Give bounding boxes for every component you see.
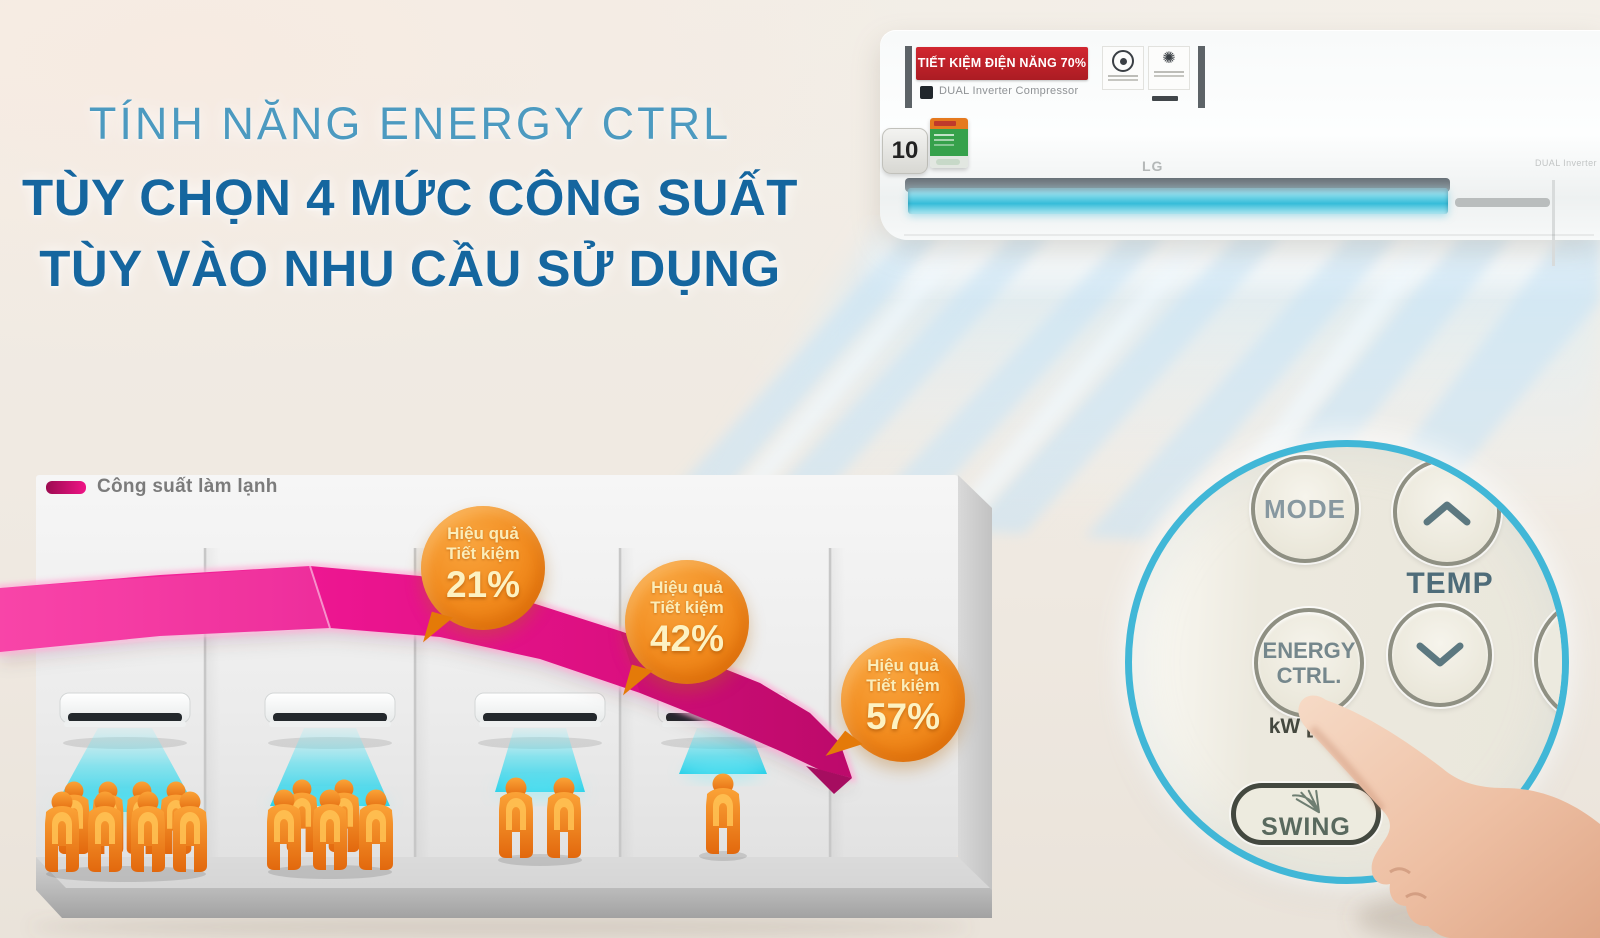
dual-inverter-label: DUAL Inverter [1535, 158, 1597, 168]
headline-line-3: TÙY VÀO NHU CẦU SỬ DỤNG [39, 240, 781, 297]
target-icon [1112, 50, 1134, 72]
badge-line2: Tiết kiệm [650, 598, 724, 617]
ac-endcap [1552, 180, 1555, 266]
sticker-bar-right [1198, 46, 1205, 108]
swing-label: SWING [1261, 813, 1351, 841]
panel-shadow [30, 917, 970, 937]
certification-badge-2: ✺ [1148, 46, 1190, 90]
lg-logo: LG [1142, 158, 1164, 174]
people-level-3 [498, 777, 582, 866]
badge-percent: 57% [865, 696, 941, 737]
headline: TÍNH NĂNG ENERGY CTRL TÙY CHỌN 4 MỨC CÔN… [10, 98, 810, 298]
sticker-body [930, 129, 968, 156]
temp-up-button[interactable] [1393, 458, 1501, 566]
caption-lines [1154, 71, 1184, 73]
swing-button[interactable]: SWING [1231, 783, 1381, 845]
saving-badge-57: Hiệu quả Tiết kiệm 57% [825, 638, 965, 770]
ribbon-tip-fold [806, 766, 852, 794]
people-level-4 [699, 773, 747, 861]
ac-blue-light-strip [908, 188, 1448, 214]
partial-button [1534, 595, 1562, 725]
sticker-bar-left [905, 46, 912, 108]
badge-tail [423, 611, 453, 649]
energy-ctrl-label-line1: ENERGY [1262, 638, 1356, 663]
remote-control-magnifier: MODE TEMP ENERGY CTRL. kW [3 s] SWING [1125, 440, 1569, 884]
kw-hold-label: kW [3 s] [1268, 715, 1350, 738]
badge-line1: Hiệu quả [867, 656, 939, 675]
dual-inverter-chip-icon [920, 86, 933, 99]
legend-label: Công suất làm lạnh [97, 476, 278, 497]
badge-percent: 42% [649, 618, 725, 659]
energy-rating-sticker [930, 118, 968, 168]
badge-line2: Tiết kiệm [866, 676, 940, 695]
ac-vane-slot [1455, 198, 1550, 207]
energy-saving-banner: TIẾT KIỆM ĐIỆN NĂNG 70% [916, 47, 1088, 80]
temp-label: TEMP [1406, 567, 1494, 600]
cooling-cones [52, 728, 767, 822]
caption-dash [1152, 96, 1178, 101]
caption-lines [1108, 75, 1138, 77]
people-level-2 [267, 779, 393, 879]
air-conditioner-unit: TIẾT KIỆM ĐIỆN NĂNG 70% DUAL Inverter Co… [880, 30, 1600, 266]
saving-badge-42: Hiệu quả Tiết kiệm 42% [623, 560, 749, 702]
floor-top [36, 857, 990, 888]
certification-badge-1 [1102, 46, 1144, 90]
badge-line2: Tiết kiệm [446, 544, 520, 563]
hand-shadow [1355, 890, 1600, 938]
showcase-floor [36, 857, 992, 918]
sticker-footer [930, 156, 968, 168]
headline-line-2: TÙY CHỌN 4 MỨC CÔNG SUẤT [22, 169, 798, 226]
mode-label: MODE [1264, 493, 1346, 524]
badge-line1: Hiệu quả [651, 578, 723, 597]
badge-tail [623, 664, 653, 702]
compressor-glyph-icon: ✺ [1162, 50, 1176, 67]
swing-fan-icon [1291, 789, 1321, 814]
warranty-10-badge: 10 [882, 128, 928, 174]
badge-percent: 21% [445, 564, 521, 605]
sticker-header [930, 118, 968, 129]
temp-down-button[interactable] [1388, 603, 1492, 707]
headline-line-1: TÍNH NĂNG ENERGY CTRL [88, 98, 732, 149]
people-level-1 [45, 781, 207, 882]
room-ac-units [59, 692, 789, 749]
people-groups [45, 773, 747, 882]
saving-badge-21: Hiệu quả Tiết kiệm 21% [421, 506, 545, 649]
mode-button[interactable]: MODE [1251, 455, 1359, 563]
chevron-down-icon [1416, 642, 1464, 667]
ac-panel-seam [904, 234, 1594, 236]
legend: Công suất làm lạnh [46, 476, 278, 498]
legend-swatch [46, 480, 86, 494]
chevron-up-icon [1423, 501, 1471, 526]
energy-ctrl-button[interactable]: ENERGY CTRL. [1254, 608, 1364, 718]
energy-ctrl-label-line2: CTRL. [1276, 663, 1342, 688]
compressor-label: DUAL Inverter Compressor [939, 85, 1079, 97]
badge-line1: Hiệu quả [447, 524, 519, 543]
